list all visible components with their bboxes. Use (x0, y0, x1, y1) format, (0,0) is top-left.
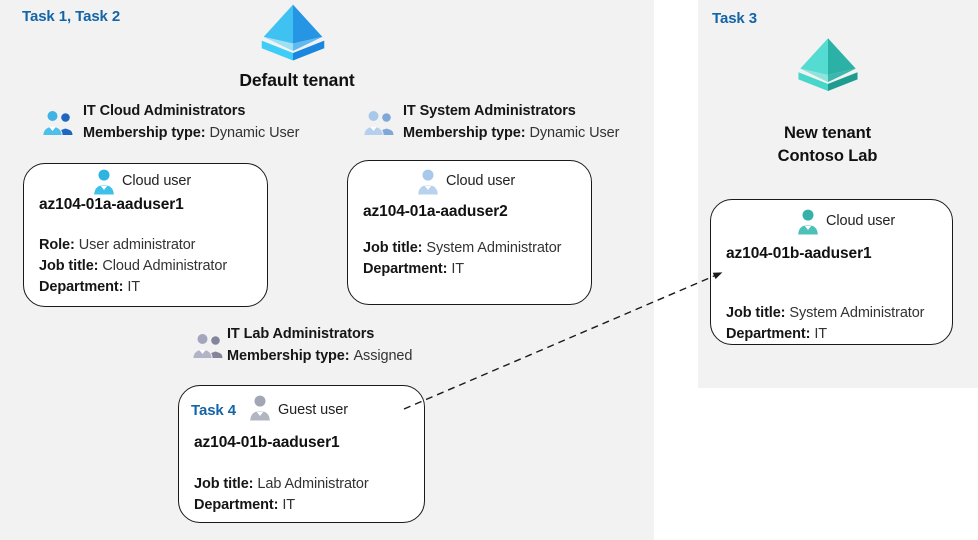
cloud-user-icon (92, 169, 116, 200)
default-tenant-title: Default tenant (239, 70, 355, 90)
group-membership: Membership type:Dynamic User (403, 125, 619, 141)
group-membership: Membership type:Assigned (227, 348, 412, 364)
field-job-title: Job title:Lab Administrator (194, 476, 369, 492)
membership-label: Membership type: (83, 125, 206, 141)
field-department: Department:IT (194, 497, 295, 513)
azure-tenant-icon-teal (794, 36, 862, 101)
task-4-label: Task 4 (191, 402, 236, 419)
membership-label: Membership type: (227, 348, 350, 364)
field-department: Department:IT (39, 279, 140, 295)
group-title: IT Lab Administrators (227, 326, 375, 342)
membership-label: Membership type: (403, 125, 526, 141)
user-fields: Role:User administrator Job title:Cloud … (39, 235, 227, 298)
cloud-user-icon (796, 209, 820, 240)
membership-value: Dynamic User (529, 125, 620, 141)
new-tenant-cloud-user-card: Cloud user az104-01b-aaduser1 Job title:… (710, 199, 953, 345)
user-type-label: Cloud user (826, 213, 896, 229)
field-role: Role:User administrator (39, 237, 196, 253)
user-type-label: Cloud user (122, 173, 192, 189)
cloud-user-icon (416, 169, 440, 200)
user-fields: Job title:System Administrator Departmen… (363, 238, 562, 280)
new-tenant-title: New tenant Contoso Lab (740, 122, 915, 168)
card-header: Task 4 Guest user (191, 395, 348, 426)
card-header: Cloud user (92, 169, 191, 200)
user-type-label: Cloud user (446, 173, 516, 189)
new-tenant-line2: Contoso Lab (777, 147, 878, 165)
membership-value: Dynamic User (209, 125, 300, 141)
user-group-icon (42, 109, 73, 141)
task-1-2-label: Task 1, Task 2 (22, 8, 121, 25)
azure-tenant-icon (257, 3, 329, 70)
card-header: Cloud user (416, 169, 515, 200)
user-type-label: Guest user (278, 402, 348, 418)
guest-user-icon (248, 395, 272, 426)
field-job-title: Job title:System Administrator (363, 240, 562, 256)
cloud-user-card-aaduser1: Cloud user az104-01a-aaduser1 Role:User … (23, 163, 268, 307)
group-membership: Membership type:Dynamic User (83, 125, 299, 141)
username: az104-01a-aaduser2 (363, 203, 508, 220)
group-title: IT System Administrators (403, 103, 576, 119)
username: az104-01b-aaduser1 (726, 245, 872, 262)
task-3-label: Task 3 (712, 10, 757, 27)
user-fields: Job title:Lab Administrator Department:I… (194, 474, 369, 516)
user-group-icon (192, 332, 223, 364)
user-group-icon (363, 109, 394, 141)
user-fields: Job title:System Administrator Departmen… (726, 303, 925, 345)
field-job-title: Job title:Cloud Administrator (39, 258, 228, 274)
field-job-title: Job title:System Administrator (726, 305, 925, 321)
guest-user-card: Task 4 Guest user az104-01b-aaduser1 Job… (178, 385, 425, 523)
field-department: Department:IT (726, 326, 827, 342)
group-title: IT Cloud Administrators (83, 103, 246, 119)
new-tenant-line1: New tenant (783, 124, 871, 142)
username: az104-01b-aaduser1 (194, 434, 340, 451)
field-department: Department:IT (363, 261, 464, 277)
username: az104-01a-aaduser1 (39, 196, 184, 213)
cloud-user-card-aaduser2: Cloud user az104-01a-aaduser2 Job title:… (347, 160, 592, 305)
membership-value: Assigned (353, 348, 413, 364)
card-header: Cloud user (796, 209, 895, 240)
